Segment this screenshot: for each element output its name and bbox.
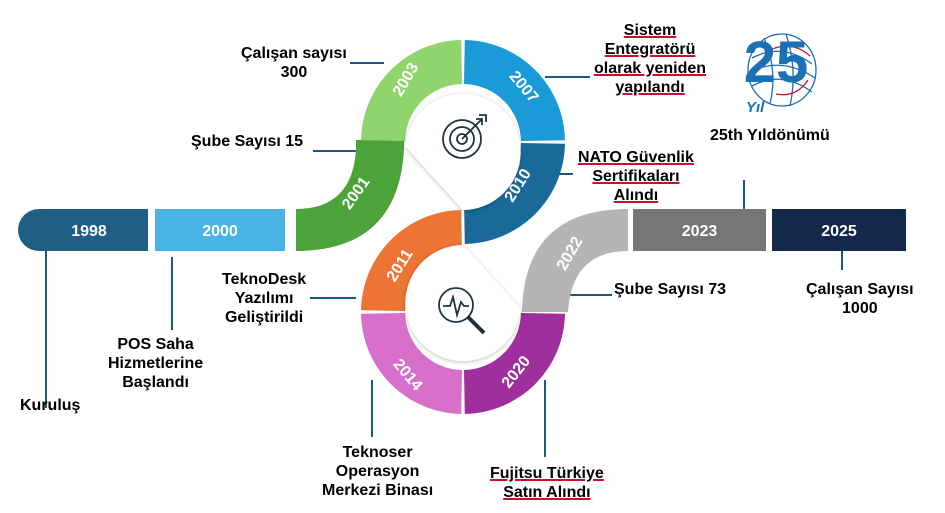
milestone-2001-label: Şube Sayısı 15 xyxy=(191,132,303,151)
milestone-2000-line: POS Saha xyxy=(117,336,194,353)
timeline-arc-2003 xyxy=(361,40,462,141)
milestone-2011-line: TeknoDesk xyxy=(222,271,307,288)
milestone-2025-line: Çalışan Sayısı xyxy=(806,281,914,298)
milestone-1998-label: Kuruluş xyxy=(20,396,80,415)
timeline-arc-2022 xyxy=(522,209,628,312)
milestone-2022-line: Şube Sayısı 73 xyxy=(614,281,727,298)
timeline-bar-1998 xyxy=(18,209,148,251)
milestone-2020-line: Satın Alındı xyxy=(503,484,591,501)
target-arrow-icon xyxy=(442,114,487,159)
milestone-2007-line: Entegratörü xyxy=(604,41,696,58)
milestone-2025-label: Çalışan Sayısı 1000 xyxy=(806,280,914,318)
hub-bottom xyxy=(405,245,521,361)
hub-top xyxy=(405,94,521,210)
timeline-arc-2020 xyxy=(464,313,565,414)
timeline-bar-2023 xyxy=(633,209,766,251)
milestone-2014-line: Operasyon xyxy=(335,463,420,480)
milestone-2010-line: NATO Güvenlik xyxy=(578,149,694,166)
timeline-arc-2007 xyxy=(464,40,565,141)
timeline-bar-2025 xyxy=(772,209,906,251)
year-label-2025: 2025 xyxy=(821,223,857,240)
milestone-2023-label: 25th Yıldönümü xyxy=(710,127,830,145)
milestone-2003-line: 300 xyxy=(280,64,308,81)
logo-word: Yıl xyxy=(746,99,765,116)
year-label-2023: 2023 xyxy=(682,223,718,240)
milestone-2007-line: olarak yeniden xyxy=(594,60,707,77)
milestone-2010-line: Sertifikaları xyxy=(592,168,680,185)
logo-number: 25 xyxy=(744,30,809,95)
milestone-2023-line: 25th Yıldönümü xyxy=(710,127,830,144)
milestone-2011-line: Yazılımı xyxy=(234,290,294,307)
milestone-2014-line: Merkezi Binası xyxy=(322,482,434,499)
milestone-2014-line: Teknoser xyxy=(342,444,413,461)
timeline-bars: 1998 2000 2023 2025 xyxy=(18,209,906,251)
milestone-2007-line: yapılandı xyxy=(615,79,685,96)
milestone-2011-line: Geliştirildi xyxy=(224,309,304,326)
timeline-arc-2011 xyxy=(361,210,462,311)
milestone-2000-line: Başlandı xyxy=(122,374,189,391)
milestone-2003-label: Çalışan sayısı 300 xyxy=(241,44,347,82)
magnifier-pulse-icon xyxy=(438,287,486,335)
milestone-2003-line: Çalışan sayısı xyxy=(241,45,347,62)
timeline-arc-2014 xyxy=(361,313,462,414)
timeline-arc-2001 xyxy=(296,140,404,251)
milestone-1998-line: Kuruluş xyxy=(20,397,81,414)
milestone-2022-label: Şube Sayısı 73 xyxy=(614,280,726,299)
timeline-arc-2010 xyxy=(464,143,565,244)
milestone-2020-line: Fujitsu Türkiye xyxy=(490,465,604,482)
milestone-2007-line: Sistem xyxy=(623,22,677,39)
milestone-2025-line: 1000 xyxy=(842,300,878,317)
year-label-1998: 1998 xyxy=(71,223,107,240)
timeline-bar-2000 xyxy=(155,209,285,251)
year-label-2000: 2000 xyxy=(202,223,238,240)
milestone-2010-line: Alındı xyxy=(613,187,659,204)
anniversary-logo: 25 Yıl xyxy=(744,30,817,116)
milestone-2000-line: Hizmetlerine xyxy=(108,355,204,372)
milestone-2001-line: Şube Sayısı 15 xyxy=(191,133,304,150)
